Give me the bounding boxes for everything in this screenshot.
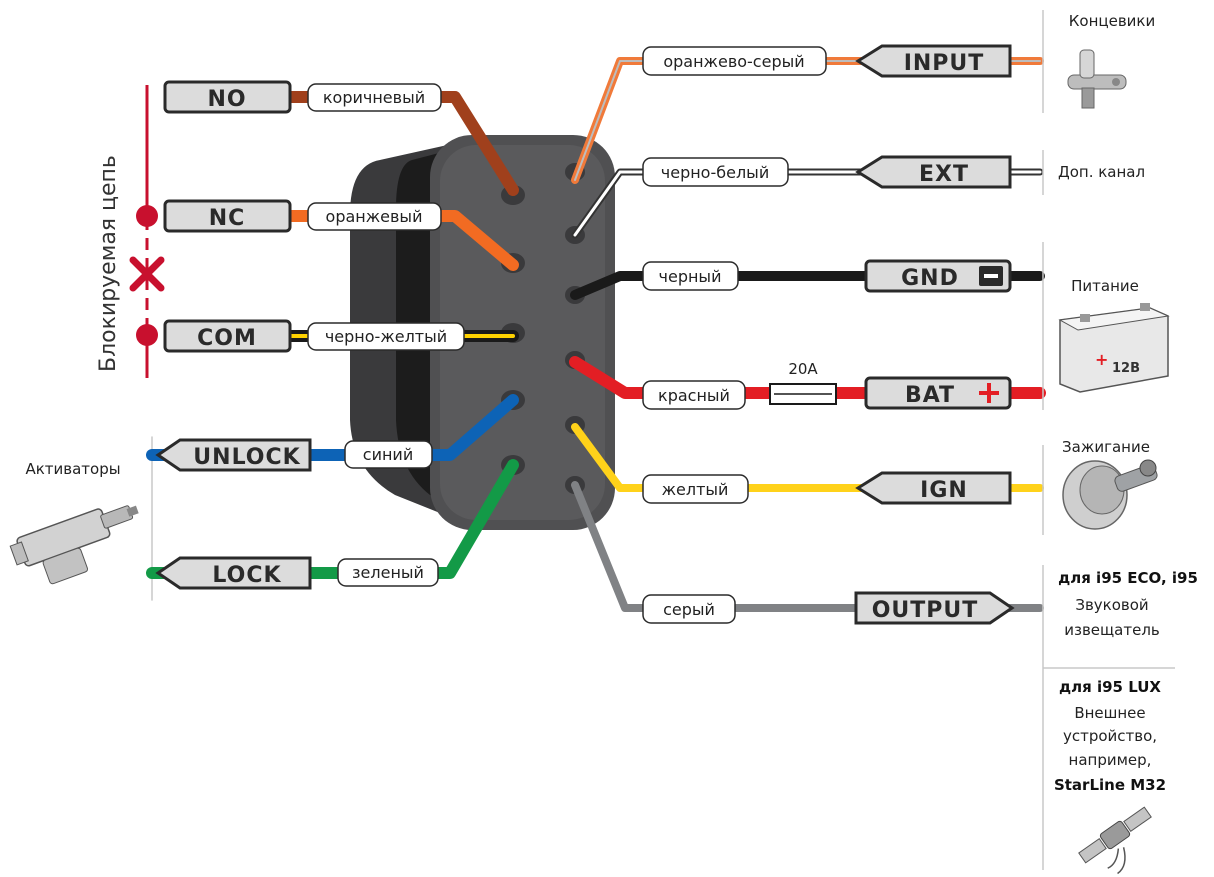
tag-input-label: INPUT	[904, 51, 985, 76]
output-lux-title: для i95 LUX	[1059, 678, 1161, 696]
tag-unlock-label: UNLOCK	[193, 445, 300, 470]
tag-ign: IGN	[855, 471, 1012, 505]
pill-red-label: красный	[658, 386, 730, 405]
pill-grey-label: серый	[663, 600, 715, 619]
ext-side-label: Доп. канал	[1058, 163, 1145, 181]
ignition-switch-icon	[1062, 459, 1158, 530]
tag-lock-label: LOCK	[212, 563, 281, 588]
pill-black-label: черный	[659, 267, 722, 286]
battery-icon: + 12В	[1058, 303, 1170, 393]
tag-bat: BAT	[864, 376, 1012, 410]
tag-output-label: OUTPUT	[872, 598, 979, 623]
tag-no-label: NO	[207, 87, 246, 112]
tag-gnd: GND	[864, 259, 1012, 293]
tag-nc: NC	[163, 199, 292, 233]
satellite-icon	[1078, 806, 1152, 875]
right-column: Концевики Доп. канал Питание + 12В Зажиг…	[1042, 10, 1198, 875]
tag-output: OUTPUT	[854, 591, 1015, 625]
fuse: 20А	[769, 360, 837, 405]
left-tags: NO NC COM UNLOCK LOCK	[155, 80, 312, 590]
nc-junction-dot	[136, 205, 158, 227]
tag-com-label: COM	[197, 326, 257, 351]
output-lux-line4: StarLine M32	[1054, 776, 1166, 794]
pill-blue-label: синий	[363, 445, 413, 464]
tag-ign-label: IGN	[920, 478, 968, 503]
tag-nc-label: NC	[209, 206, 246, 231]
tag-input: INPUT	[855, 44, 1012, 78]
door-switch-icon	[1067, 49, 1127, 109]
pill-orange-label: оранжевый	[326, 207, 423, 226]
tag-ext-label: EXT	[919, 162, 969, 187]
actuator-icon	[9, 505, 139, 585]
tag-ext: EXT	[855, 155, 1012, 189]
output-eco-title: для i95 ECO, i95	[1058, 569, 1198, 587]
com-junction-dot	[136, 324, 158, 346]
svg-text:+: +	[1095, 350, 1108, 369]
tag-bat-label: BAT	[905, 383, 955, 408]
right-wires	[569, 57, 1046, 612]
output-eco-line1: Звуковой	[1075, 596, 1148, 614]
pill-black-yellow-label: черно-желтый	[325, 327, 447, 346]
output-eco-line2: извещатель	[1064, 621, 1160, 639]
tag-no: NO	[163, 80, 292, 114]
right-pills: оранжево-серый черно-белый черный красны…	[642, 46, 827, 624]
actuators-label: Активаторы	[25, 460, 120, 478]
pill-brown-label: коричневый	[323, 88, 425, 107]
pill-orange-grey-label: оранжево-серый	[663, 52, 804, 71]
plus-icon	[979, 383, 999, 403]
tag-gnd-label: GND	[901, 266, 959, 291]
pill-yellow-label: желтый	[662, 480, 729, 499]
right-tags: INPUT EXT GND BAT IGN OUTPUT	[854, 44, 1015, 625]
cross-icon	[129, 256, 165, 292]
blocked-circuit: Блокируемая цепь	[96, 85, 165, 378]
input-side-label: Концевики	[1069, 12, 1155, 30]
pill-black-white-label: черно-белый	[661, 163, 769, 182]
blocked-circuit-label: Блокируемая цепь	[96, 155, 121, 372]
fuse-label: 20А	[788, 360, 818, 378]
ignition-side-label: Зажигание	[1062, 438, 1150, 456]
tag-lock: LOCK	[155, 556, 312, 590]
output-lux-line3: например,	[1069, 751, 1152, 769]
tag-unlock: UNLOCK	[155, 438, 312, 472]
pill-green-label: зеленый	[352, 563, 424, 582]
actuators-block: Активаторы	[9, 460, 139, 585]
left-pills: коричневый оранжевый черно-желтый синий …	[307, 83, 465, 587]
battery-voltage-label: 12В	[1112, 361, 1140, 376]
tag-com: COM	[163, 319, 292, 353]
output-lux-line2: устройство,	[1063, 727, 1157, 745]
power-side-label: Питание	[1071, 277, 1139, 295]
output-lux-line1: Внешнее	[1074, 704, 1145, 722]
